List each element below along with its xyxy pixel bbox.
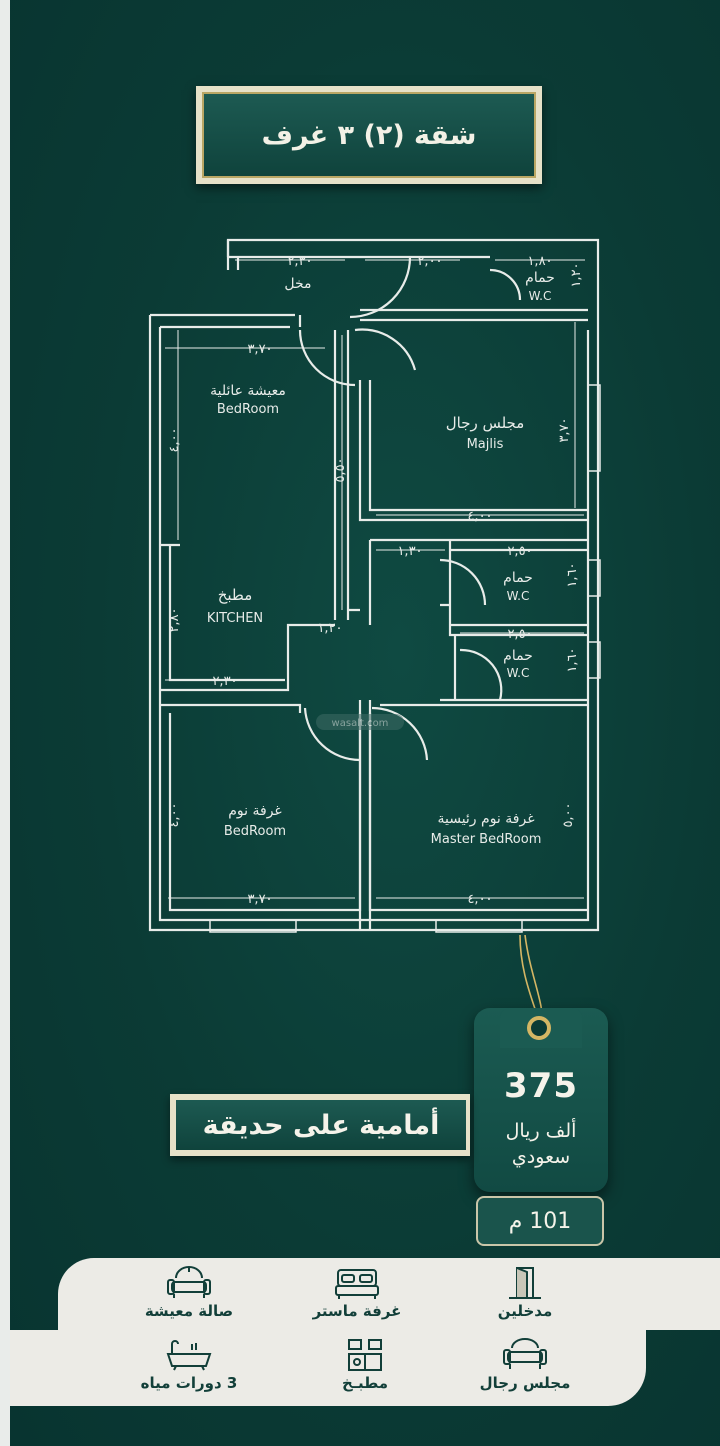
page-title: شقة (٢) ٣ غرف — [261, 119, 477, 151]
dim-label: ٢,٨٠ — [167, 607, 182, 632]
dim-label: ٢,٥٠ — [507, 544, 532, 559]
majlis-icon — [503, 1338, 547, 1369]
feature-label: مطبـخ — [342, 1374, 388, 1392]
dim-label: ١,٢٠ — [317, 621, 342, 636]
feature-master-room: غرفة ماستر — [282, 1266, 432, 1320]
bath-walls — [368, 538, 588, 702]
dim-label: ٢,٣٠ — [287, 254, 312, 269]
room-label-en: Majlis — [467, 437, 504, 452]
door-arc — [371, 706, 429, 761]
door-arc — [349, 256, 412, 319]
price-tag: 375 ألف ريال سعودي — [474, 1008, 608, 1192]
room-label-en: KITCHEN — [207, 611, 263, 626]
dim-label: ٤,٠٠ — [167, 427, 182, 452]
dim-label: ١,٨٠ — [527, 254, 552, 269]
door-arc — [354, 328, 417, 371]
room-label-ar: غرفة نوم رئيسية — [437, 811, 534, 827]
outer-wall — [148, 238, 600, 932]
bedroom-walls — [160, 703, 588, 912]
door-arc — [298, 329, 356, 387]
door-arc — [459, 648, 503, 701]
watermark-text: wasalt.com — [332, 718, 389, 729]
window — [435, 919, 523, 933]
window — [587, 641, 601, 679]
room-label-ar: معيشة عائلية — [210, 383, 286, 399]
room-label-en: W.C — [507, 589, 530, 603]
room-label-ar: حمام — [525, 270, 555, 286]
floor-plan: ٢,٣٠ ٢,٠٠ ١,٨٠ ١,٢٠ ٣,٧٠ ٤,٠٠ ٣,٧٠ ٥,٥٠ … — [148, 238, 601, 933]
dim-label: ١,٦٠ — [565, 562, 580, 587]
feature-kitchen: مطبـخ — [290, 1338, 440, 1392]
area-box: 101 م — [476, 1196, 604, 1246]
room-label-en: Master BedRoom — [431, 832, 542, 847]
dim-label: ٥,٠٠ — [561, 802, 576, 827]
feature-label: غرفة ماستر — [312, 1302, 402, 1320]
window — [209, 919, 297, 933]
dim-label: ٢,٣٠ — [212, 674, 237, 689]
dim-label: ٤,٠٠ — [167, 802, 182, 827]
corridor-walls — [333, 330, 360, 620]
dim-label: ٤,٠٠ — [467, 892, 492, 907]
left-edge-strip — [0, 0, 10, 1446]
title-inner: شقة (٢) ٣ غرف — [202, 92, 536, 178]
room-label-en: BedRoom — [217, 402, 279, 417]
dim-label: ٣,٧٠ — [247, 892, 272, 907]
dim-label: ٣,٧٠ — [247, 342, 272, 357]
top-corridor — [226, 240, 588, 322]
room-label-ar: حمام — [503, 570, 533, 586]
central-lower — [358, 700, 372, 930]
feature-bathrooms: 3 دورات مياه — [114, 1338, 264, 1392]
window — [587, 559, 601, 597]
garden-banner: أمامية على حديقة — [170, 1094, 470, 1156]
bed-icon — [335, 1269, 379, 1299]
room-label-ar: حمام — [503, 648, 533, 664]
price-value: 375 — [504, 1066, 578, 1106]
currency-line2: سعودي — [511, 1146, 571, 1168]
room-label-ar: غرفة نوم — [228, 803, 282, 819]
room-label-ar: مطبخ — [218, 586, 253, 604]
bathtub-icon — [166, 1340, 212, 1371]
tag-ring — [527, 1016, 551, 1040]
feature-entrances: مدخلين — [450, 1266, 600, 1320]
room-label-en: BedRoom — [224, 824, 286, 839]
banner-text: أمامية على حديقة — [202, 1109, 440, 1141]
room-label-en: W.C — [529, 289, 552, 303]
currency-line1: ألف ريال — [505, 1120, 577, 1142]
dim-label: ١,٣٠ — [397, 544, 422, 559]
feature-label: صالة معيشة — [144, 1302, 234, 1320]
feature-label: مجلس رجال — [479, 1374, 571, 1392]
door-arc — [439, 558, 487, 606]
dim-label: ٢,٠٠ — [417, 254, 442, 269]
dim-label: ١,٦٠ — [565, 647, 580, 672]
feature-label: مدخلين — [497, 1302, 553, 1320]
feature-label: 3 دورات مياه — [140, 1374, 238, 1392]
dim-label: ٤,٠٠ — [467, 509, 492, 524]
watermark: wasalt.com — [316, 714, 404, 730]
sofa-icon — [167, 1266, 211, 1298]
price-currency: ألف ريال سعودي — [474, 1118, 608, 1170]
room-label-ar: مجلس رجال — [446, 414, 525, 432]
dim-label: ٢,٥٠ — [507, 627, 532, 642]
area-value: 101 م — [508, 1208, 572, 1234]
dim-label: ٥,٥٠ — [333, 457, 348, 482]
dim-label: ٣,٧٠ — [557, 417, 572, 442]
door-arc — [303, 707, 361, 762]
feature-living-hall: صالة معيشة — [114, 1266, 264, 1320]
window — [587, 384, 601, 472]
dim-label: ١,٢٠ — [569, 262, 584, 287]
door-arc — [489, 268, 522, 301]
door-icon — [509, 1267, 541, 1299]
feature-majlis: مجلس رجال — [450, 1338, 600, 1392]
kitchen-icon — [348, 1339, 382, 1371]
majlis-walls — [358, 380, 588, 522]
banner-inner: أمامية على حديقة — [176, 1100, 466, 1150]
title-plaque: شقة (٢) ٣ غرف — [196, 86, 542, 184]
room-label-en: W.C — [507, 666, 530, 680]
room-label-ar: مخل — [284, 276, 311, 292]
